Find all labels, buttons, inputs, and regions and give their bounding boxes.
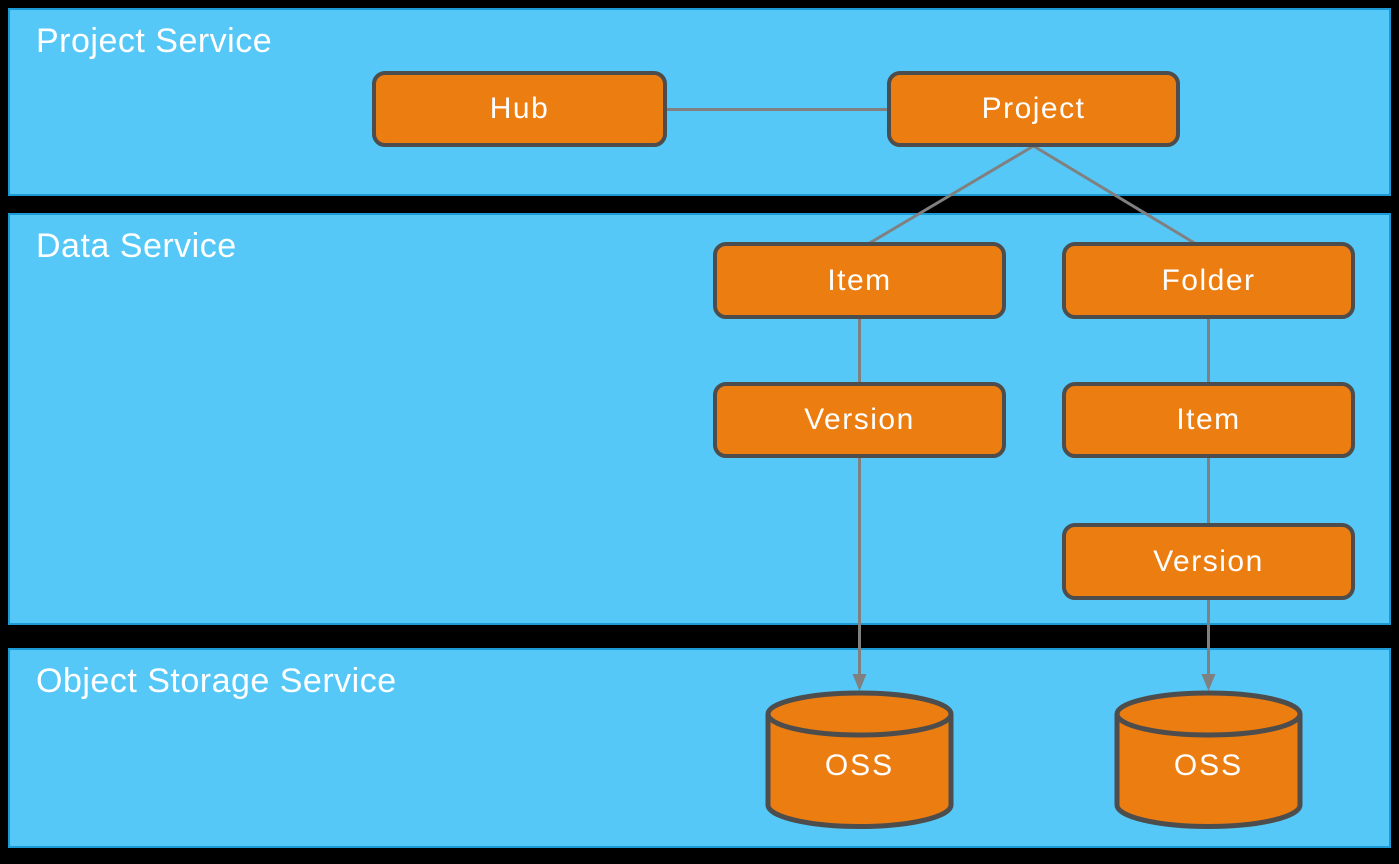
node-oss-right: OSS: [1113, 689, 1304, 831]
node-hub: Hub: [372, 71, 667, 147]
node-folder: Folder: [1062, 242, 1355, 319]
band-title: Project Service: [36, 22, 273, 60]
node-label: Project: [981, 92, 1086, 125]
node-label: OSS: [824, 749, 895, 782]
node-version-right: Version: [1062, 523, 1355, 600]
node-label: Version: [804, 403, 915, 436]
node-project: Project: [887, 71, 1180, 147]
band-project-service: Project Service: [8, 8, 1391, 196]
node-label: Folder: [1161, 263, 1256, 297]
node-item-right: Item: [1062, 382, 1355, 458]
node-label: Item: [1176, 403, 1241, 436]
cylinder-shape: [1114, 690, 1303, 829]
band-title: Data Service: [36, 227, 237, 265]
node-label: Version: [1153, 544, 1264, 578]
cylinder-shape: [765, 690, 954, 829]
node-version-left: Version: [713, 382, 1006, 458]
node-label: Item: [827, 263, 892, 297]
node-label: Hub: [489, 92, 550, 125]
node-item-left: Item: [713, 242, 1006, 319]
node-oss-left: OSS: [764, 689, 955, 831]
band-title: Object Storage Service: [36, 662, 397, 700]
node-label: OSS: [1173, 749, 1244, 782]
